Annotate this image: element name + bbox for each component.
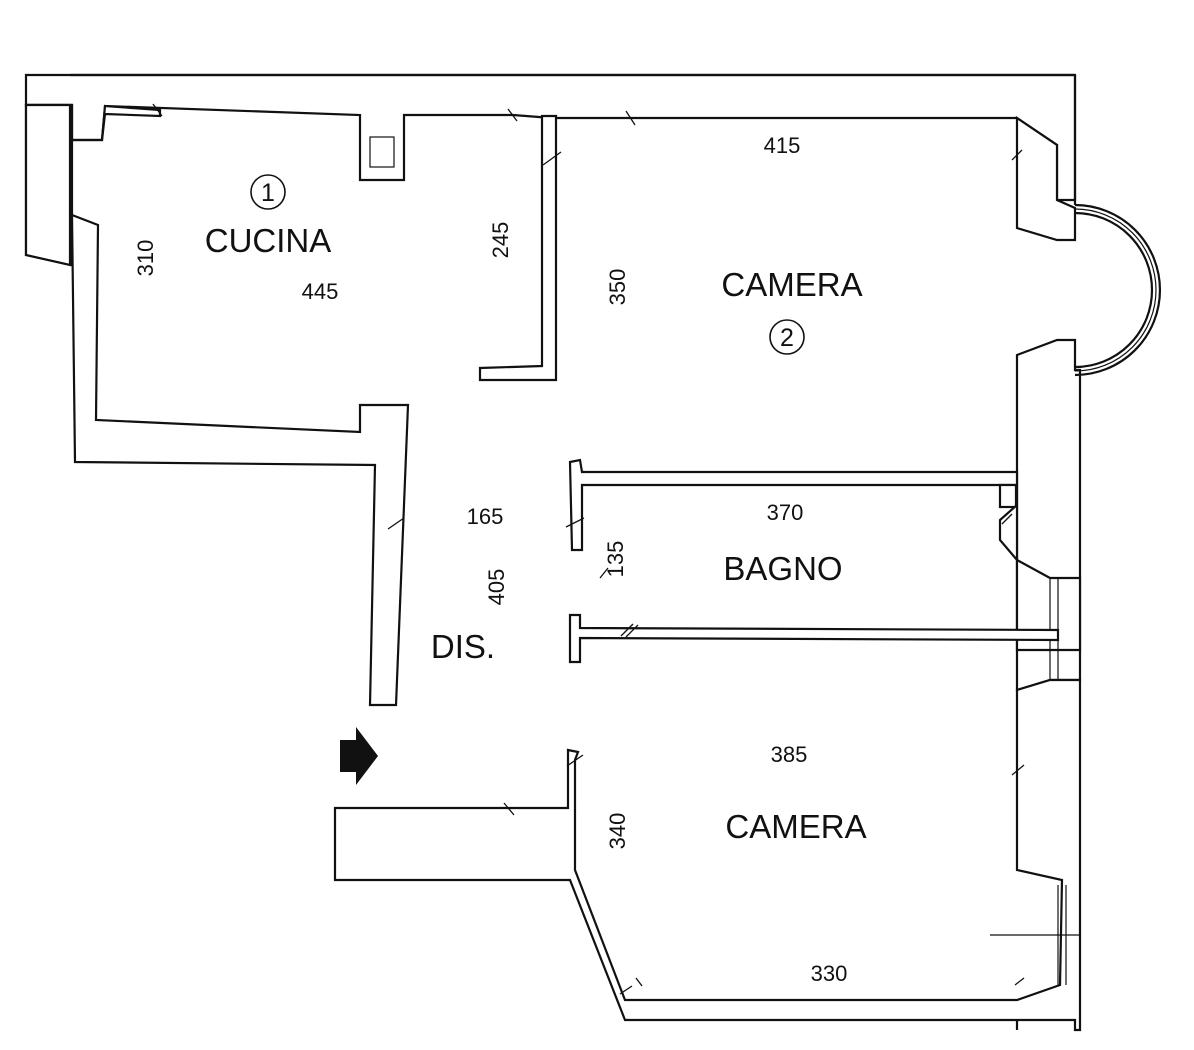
room-cucina: 1 CUCINA [205, 174, 332, 259]
room-number-camera-1: 2 [780, 324, 794, 352]
dim-cucina-width: 445 [302, 279, 339, 304]
dimensions: 310 445 245 415 350 165 405 370 135 385 … [133, 133, 847, 986]
bagno-bottom-wall [568, 613, 1060, 664]
room-camera-2: CAMERA [725, 808, 866, 845]
dim-dis-depth: 405 [484, 569, 509, 606]
dim-camera2-bottom: 330 [811, 961, 848, 986]
room-label-camera-1: CAMERA [721, 266, 862, 303]
room-dis: DIS. [431, 628, 495, 665]
dim-cucina-inner: 245 [488, 222, 513, 259]
dim-camera1-depth: 350 [605, 269, 630, 306]
room-number-cucina: 1 [261, 179, 275, 207]
lower-camera-walls [333, 678, 1082, 1032]
left-wall [24, 103, 410, 707]
room-label-dis: DIS. [431, 628, 495, 665]
dim-cucina-depth: 310 [133, 240, 158, 277]
dim-dis-width: 165 [467, 504, 504, 529]
room-bagno: BAGNO [723, 550, 842, 587]
dim-bagno-depth: 135 [603, 541, 628, 578]
room-label-bagno: BAGNO [723, 550, 842, 587]
entrance-arrow-icon [340, 727, 378, 785]
kitchen-partition [478, 114, 558, 382]
room-camera-1: CAMERA 2 [721, 266, 863, 355]
dim-camera1-top: 415 [764, 133, 801, 158]
dim-camera2-depth: 340 [605, 813, 630, 850]
wall-ticks [152, 103, 1025, 995]
kitchen-shaft [369, 136, 395, 168]
room-label-cucina: CUCINA [205, 222, 332, 259]
room-label-camera-2: CAMERA [725, 808, 866, 845]
dim-camera2-top: 385 [771, 742, 808, 767]
dim-bagno-width: 370 [767, 500, 804, 525]
